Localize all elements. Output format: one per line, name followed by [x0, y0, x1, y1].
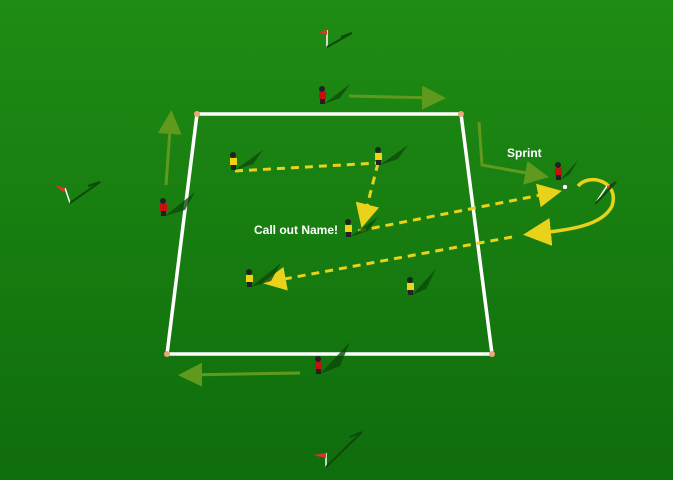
player-icon — [246, 263, 281, 287]
player-icon — [555, 160, 578, 180]
corner-flag-icon — [318, 30, 353, 48]
arrow-icon — [477, 121, 549, 185]
rotation-arrows — [157, 85, 549, 387]
player-icon — [160, 192, 195, 216]
cone-icon — [194, 111, 200, 117]
yellow-players — [230, 145, 436, 295]
sprint-label: Sprint — [507, 146, 542, 160]
cone-icon — [458, 111, 464, 117]
player-icon — [230, 150, 263, 170]
corner-flags — [55, 30, 617, 468]
arrow-icon — [348, 85, 446, 110]
player-icon — [319, 84, 350, 104]
call-out-name-label: Call out Name! — [254, 223, 338, 237]
player-icon — [407, 269, 436, 295]
cone-icon — [164, 351, 170, 357]
pass-line — [234, 161, 379, 173]
pass-line — [355, 162, 380, 228]
ball-icon — [562, 184, 568, 190]
corner-flag-icon — [594, 181, 617, 205]
red-players — [160, 84, 578, 374]
corner-cones — [164, 111, 495, 357]
pass-line — [357, 183, 562, 233]
pass-lines — [234, 161, 562, 291]
corner-flag-icon — [55, 181, 101, 204]
player-icon — [375, 145, 408, 165]
corner-flag-icon — [313, 431, 363, 468]
sprint-run-curve — [523, 177, 616, 246]
player-icon — [315, 342, 350, 374]
arrow-icon — [157, 110, 182, 186]
arrow-icon — [178, 362, 301, 387]
cone-icon — [489, 351, 495, 357]
player-icon — [345, 217, 378, 237]
